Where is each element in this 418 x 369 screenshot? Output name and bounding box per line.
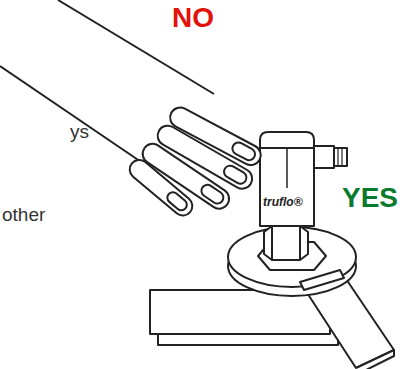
- brand-mark: truflo®: [263, 196, 303, 208]
- thread-line: [337, 148, 338, 166]
- wrench-handle-edge: [356, 350, 394, 369]
- wrench-neck: [300, 270, 344, 290]
- yes-label: YES: [342, 184, 398, 212]
- fitting-edge: [286, 148, 288, 188]
- base-plate: [150, 290, 330, 334]
- fingernail: [199, 182, 226, 205]
- finger: [126, 156, 196, 219]
- cut-text: ys: [70, 122, 89, 141]
- no-label: NO: [172, 4, 214, 32]
- hex-nut: [264, 226, 308, 260]
- fingernail: [230, 140, 257, 162]
- nut-edge: [299, 226, 301, 260]
- thread-line: [341, 148, 342, 166]
- side-port: [314, 146, 334, 168]
- fitting-body: [260, 132, 314, 226]
- cut-text: other: [2, 205, 45, 224]
- fingernail: [222, 163, 249, 185]
- side-port-thread: [334, 148, 347, 166]
- arm-edge: [0, 66, 150, 168]
- arm-edge: [58, 0, 214, 94]
- wrench-handle: [300, 270, 394, 368]
- fingernail: [165, 190, 189, 213]
- nut-edge: [271, 226, 273, 260]
- hand-fingers: [126, 104, 265, 219]
